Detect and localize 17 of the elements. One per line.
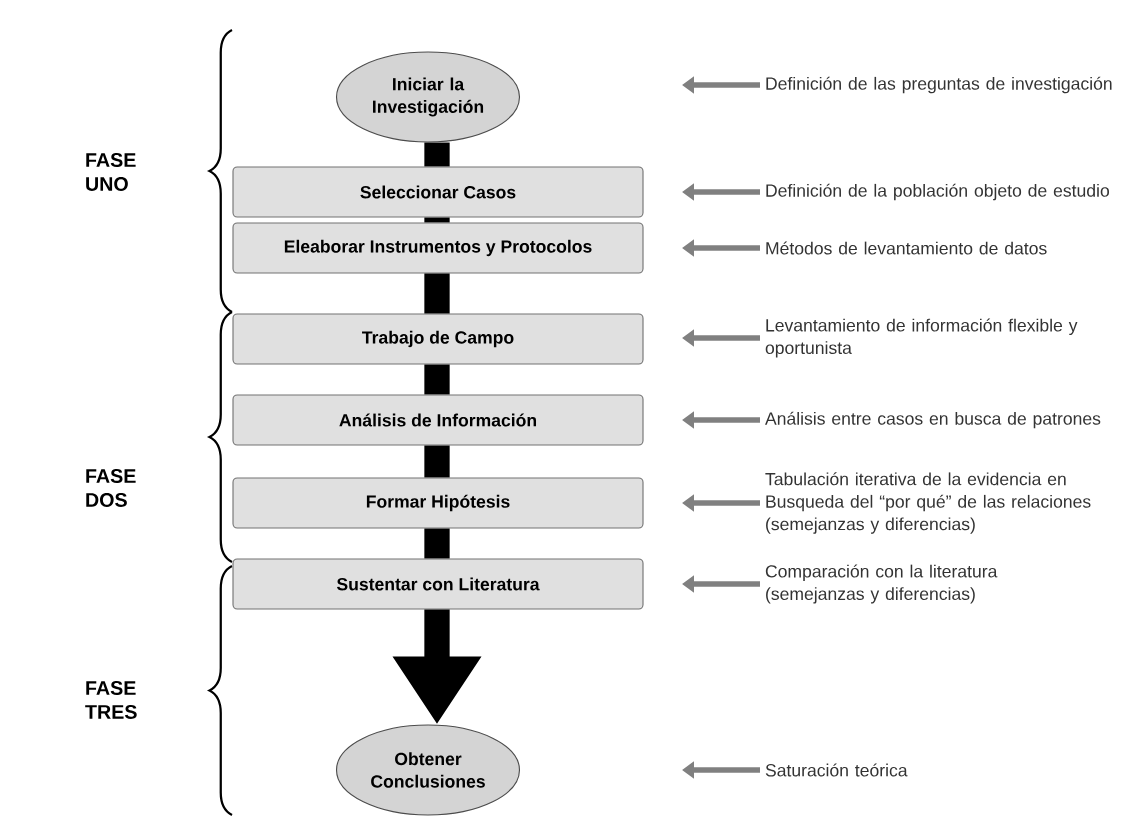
process-box: Seleccionar Casos [232, 166, 644, 218]
process-box: Análisis de Información [232, 394, 644, 446]
process-box: Sustentar con Literatura [232, 558, 644, 610]
process-box: Trabajo de Campo [232, 313, 644, 365]
process-box: Formar Hipótesis [232, 477, 644, 529]
annotation-text: Levantamiento de información flexible y oportunista [765, 318, 1078, 358]
phase-label: FASE DOS [86, 469, 136, 507]
annotation-text: Definición de la población objeto de estudio [766, 183, 1109, 201]
annotation-text: Saturación teórica [765, 763, 908, 777]
phase-label: FASE UNO [86, 153, 136, 191]
annotation-text: Tabulación iterativa de la evidencia en Busqueda del “por qué” de las relaciones (semejanzas y diferencias) [765, 472, 1091, 534]
annotation-text: Comparación con la literatura (semejanzas y diferencias) [765, 564, 998, 604]
phase-label: FASE TRES [85, 681, 137, 719]
annotation-text: Análisis entre casos en busca de patrones [765, 411, 1101, 429]
process-box: Eleaborar Instrumentos y Protocolos [232, 222, 644, 274]
annotation-text: Definición de las preguntas de investigación [766, 76, 1112, 94]
annotation-text: Métodos de levantamiento de datos [766, 241, 1047, 255]
